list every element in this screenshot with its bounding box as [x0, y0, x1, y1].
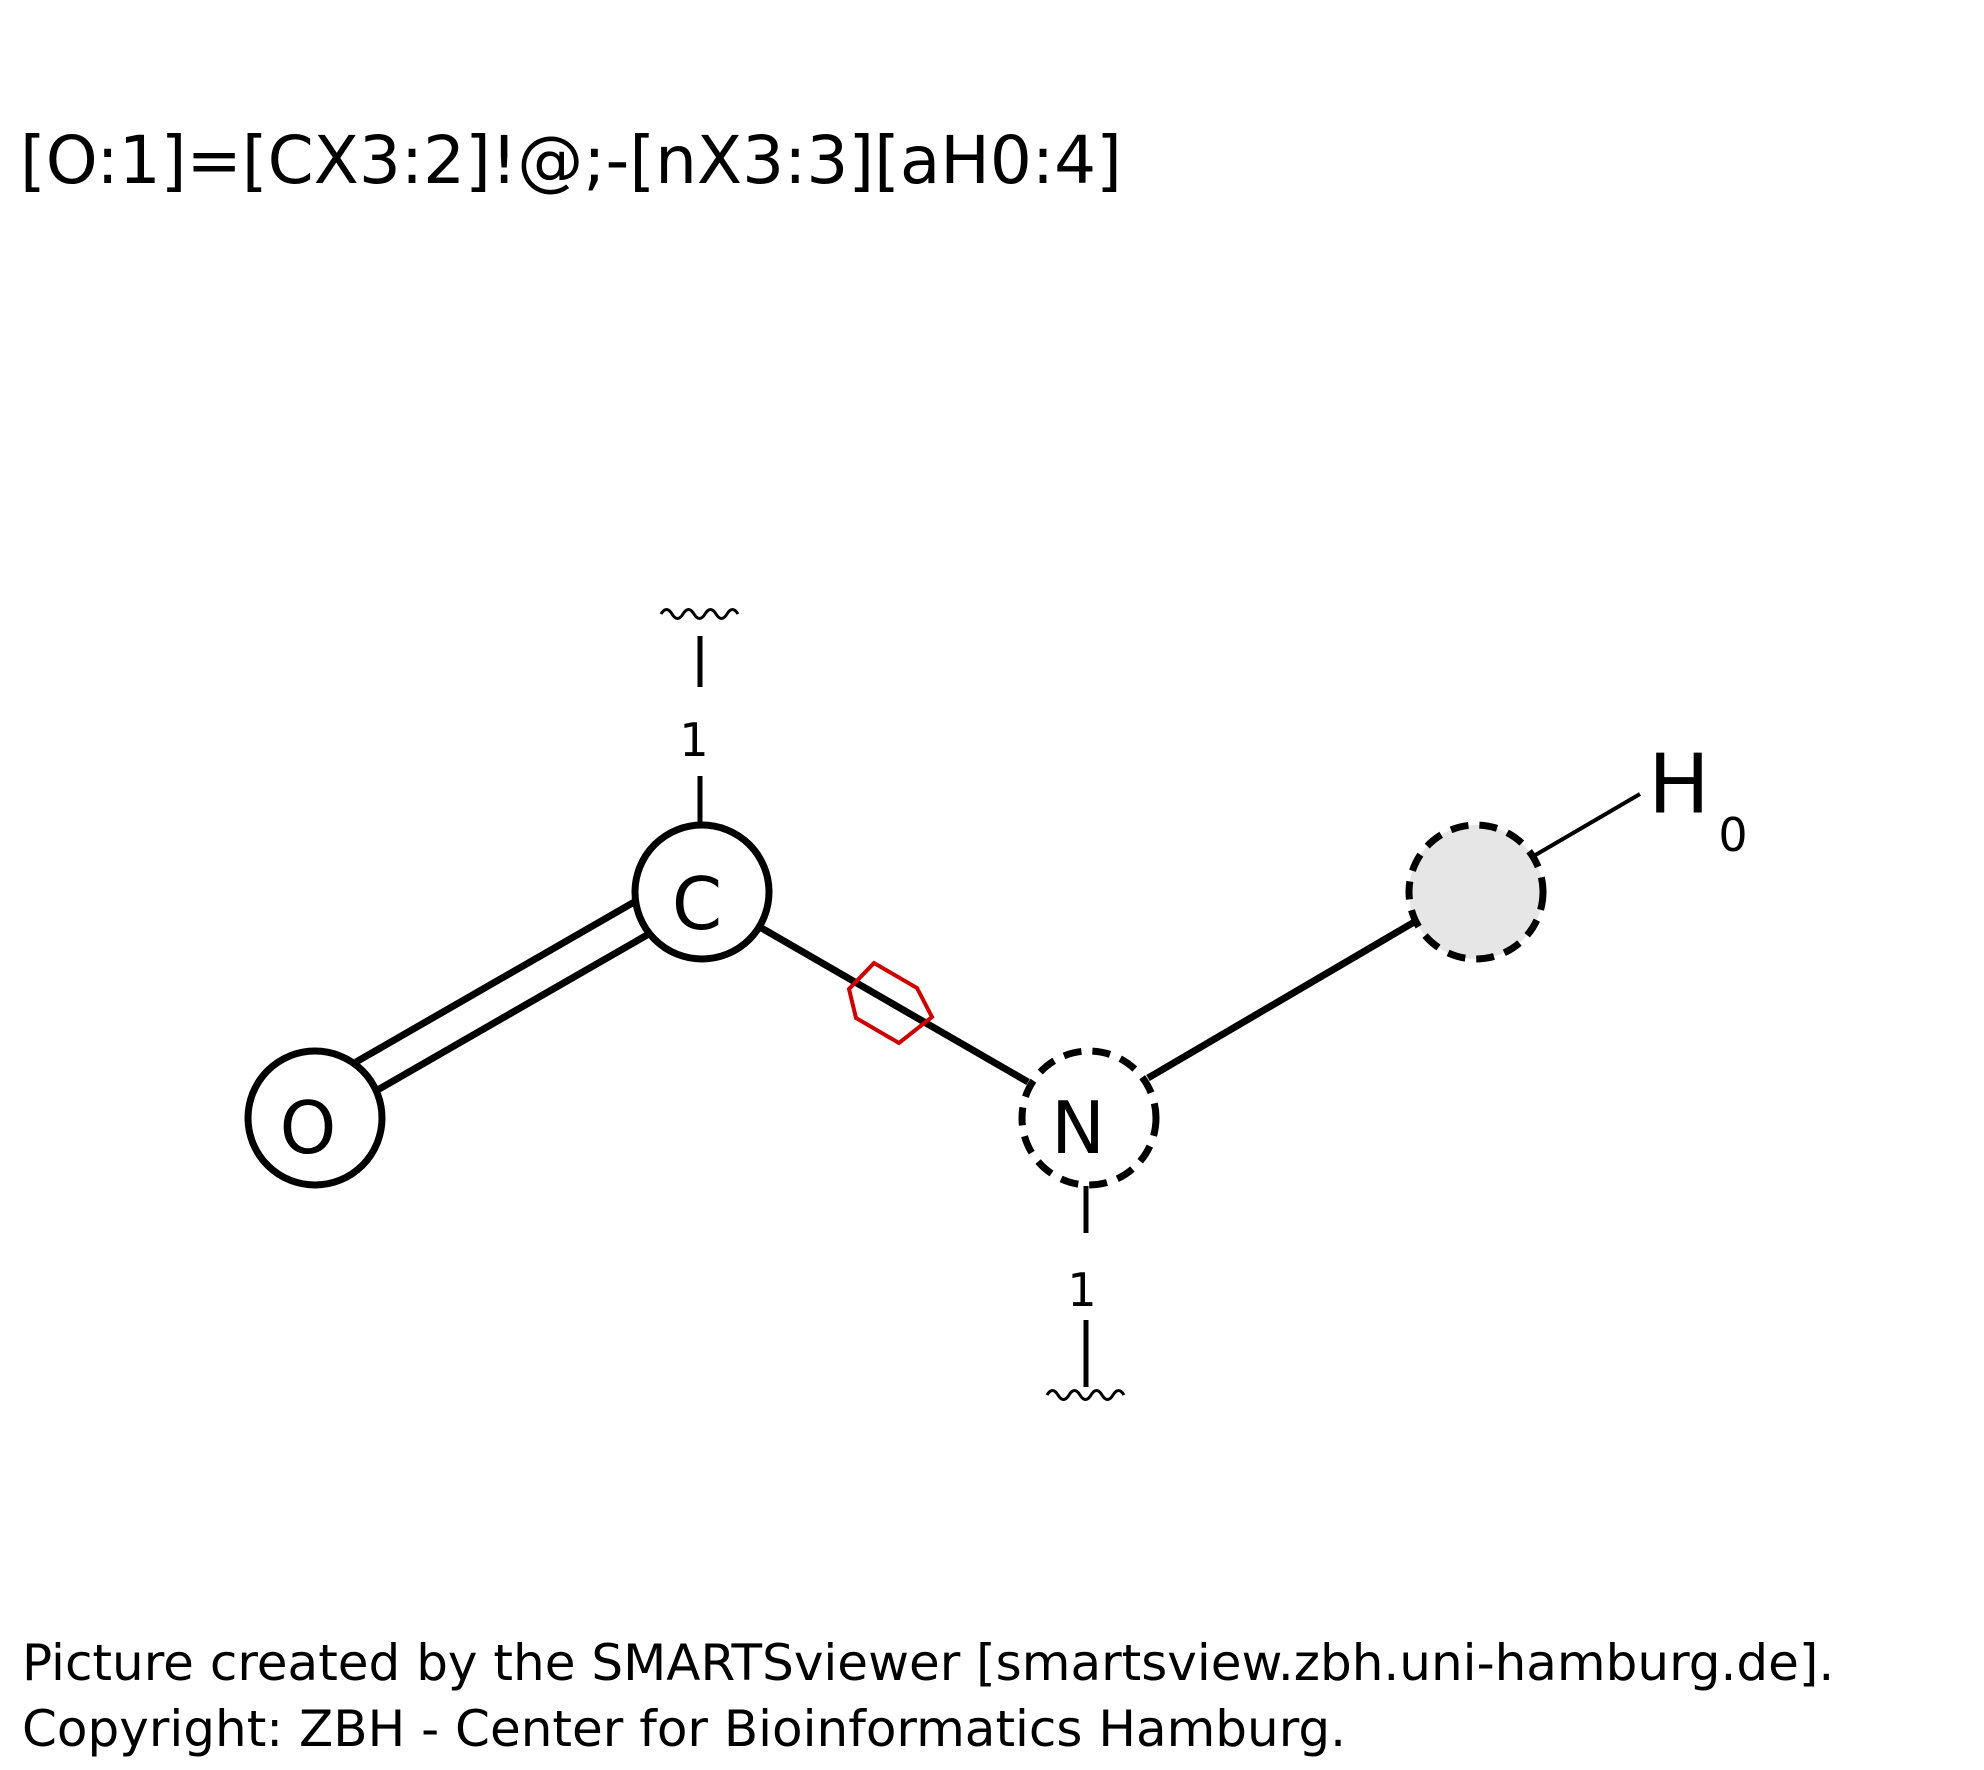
atom-o1-circle	[244, 1047, 386, 1189]
footer-copyright: Copyright: ZBH - Center for Bioinformati…	[22, 1700, 1347, 1758]
n3-wavy-end-icon	[1045, 1389, 1126, 1401]
footer-credit: Picture created by the SMARTSviewer [sma…	[22, 1634, 1835, 1692]
smarts-pattern: [O:1]=[CX3:2]!@;-[nX3:3][aH0:4]	[20, 122, 1122, 199]
n3-connection-count: 1	[1067, 1263, 1096, 1317]
not-in-ring-marker	[846, 960, 935, 1046]
bond-o1-c2	[354, 897, 656, 1096]
atom-o1-label: O	[280, 1086, 337, 1170]
atom-c2-label: C	[672, 862, 722, 946]
bond-n3-a4	[1146, 917, 1418, 1082]
atom-n3-circle	[1018, 1047, 1160, 1189]
hydrogen-bond	[1530, 792, 1642, 859]
bond-c2-n3	[756, 922, 1030, 1086]
atom-n3-label: N	[1051, 1086, 1105, 1170]
c2-wavy-end-icon	[659, 608, 740, 620]
hydrogen-count: 0	[1718, 808, 1747, 862]
atom-c2-circle	[631, 821, 773, 963]
c2-connection-count: 1	[679, 713, 708, 767]
hydrogen-symbol: H	[1648, 738, 1710, 833]
atom-a4-circle	[1405, 821, 1547, 963]
